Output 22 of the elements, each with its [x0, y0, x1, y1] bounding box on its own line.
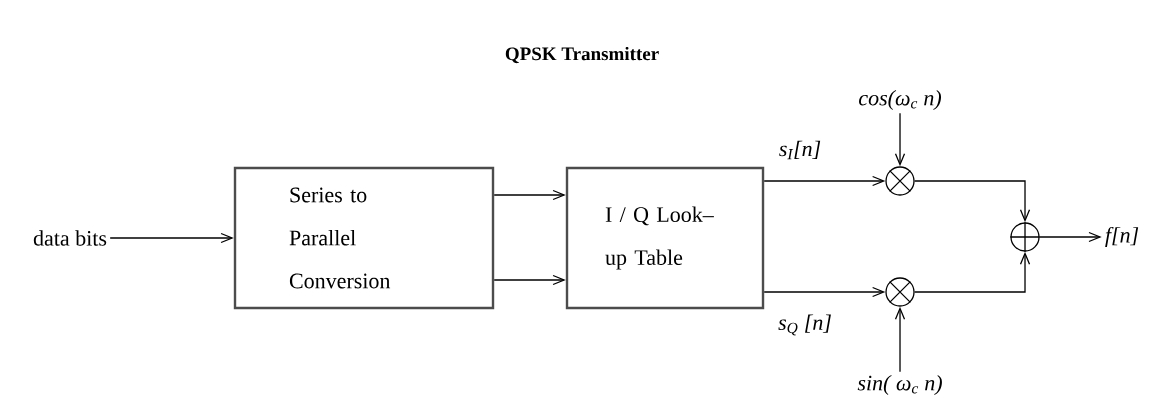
arrow	[914, 251, 1031, 293]
signal-label: f[n]	[1105, 226, 1139, 248]
arrow	[1039, 231, 1102, 243]
arrow	[763, 175, 886, 187]
arrow	[763, 286, 886, 298]
edge-label: s$_{Q}$ [n]	[778, 314, 831, 336]
signal-label: sin( ω$_{c}$ n)	[857, 375, 942, 395]
input-label: data bits	[33, 230, 107, 246]
process-box: I / Q Look–up Table	[565, 166, 765, 310]
arrow	[109, 232, 234, 244]
edge-label: s$_{I}$[n]	[779, 140, 821, 160]
arrow	[894, 306, 906, 373]
process-box: Series to Parallel Conversion	[233, 166, 495, 310]
arrow	[493, 189, 566, 201]
multiplier-symbol	[885, 166, 915, 196]
arrow	[493, 274, 566, 286]
multiplier-symbol	[885, 277, 915, 307]
arrow	[914, 180, 1031, 223]
arrow	[894, 112, 906, 167]
signal-label: cos(ω$_{c}$ n)	[859, 90, 941, 110]
summer-symbol	[1009, 221, 1041, 253]
title: QPSK Transmitter	[505, 46, 659, 64]
